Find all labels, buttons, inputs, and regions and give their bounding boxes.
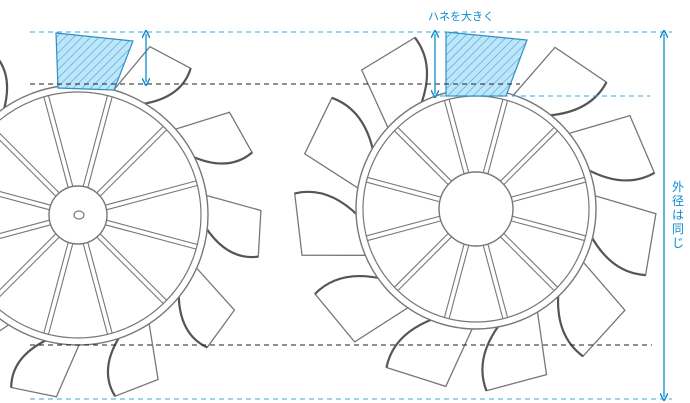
fan-blade-edge	[10, 338, 49, 388]
fan-blade-edge	[106, 335, 121, 397]
fan-spoke	[503, 130, 558, 185]
outer-diameter-label: 外径は同じ	[671, 180, 684, 250]
fan-spoke	[43, 96, 69, 188]
fan-blade	[10, 338, 81, 398]
fan-spoke	[448, 99, 470, 173]
fan-spoke	[394, 130, 449, 185]
fan-blade-edge	[314, 275, 381, 295]
highlighted-blade-small	[55, 32, 134, 91]
fan-spoke	[510, 176, 585, 198]
fan-spoke	[397, 127, 452, 182]
fan-blade-edge	[385, 317, 434, 368]
fan-spoke	[0, 224, 51, 239]
fan-spoke	[96, 125, 164, 194]
fan-hub	[438, 171, 514, 247]
fan-blade-edge	[0, 59, 9, 112]
fan-spoke	[82, 95, 109, 187]
fan-spoke	[367, 220, 442, 242]
fan-spoke	[367, 176, 442, 198]
fan-blade-edge	[294, 190, 359, 217]
fan-spoke	[487, 100, 509, 175]
fan-spoke	[366, 181, 440, 203]
fan-spoke	[500, 236, 555, 291]
fan-spoke	[512, 215, 586, 237]
fan-spoke	[394, 233, 449, 288]
fan-spoke	[47, 95, 74, 187]
fan-spoke	[500, 127, 555, 182]
fan-spoke	[0, 196, 50, 211]
fan-spoke	[482, 99, 504, 173]
fan-small-blades	[0, 45, 262, 398]
fan-blade	[203, 194, 262, 258]
fan-blade-edge	[481, 323, 501, 392]
highlighted-blade-large	[445, 31, 528, 97]
fan-spoke	[47, 243, 74, 335]
fan-hub-center	[73, 210, 85, 220]
fan-blade-edge	[414, 36, 429, 105]
fan-blade	[385, 318, 474, 388]
fan-blade-edge	[589, 235, 646, 277]
fan-spoke	[99, 233, 168, 301]
fan-spoke	[448, 245, 470, 319]
fan-spoke	[503, 233, 558, 288]
fan-blade-edge	[191, 151, 253, 165]
fan-spoke	[366, 215, 440, 237]
fan-spoke	[106, 219, 198, 246]
fan-blade-edge	[141, 67, 192, 106]
fan-spoke	[443, 100, 465, 175]
fan-spoke	[397, 236, 452, 291]
fan-large-blades	[293, 36, 657, 392]
fan-spoke	[105, 180, 197, 206]
fan-spoke	[512, 181, 586, 203]
fan-spoke	[87, 242, 113, 334]
fan-blade	[590, 194, 657, 276]
fan-spoke	[487, 243, 509, 318]
fan-spoke	[0, 139, 57, 197]
fan-spoke	[105, 224, 197, 250]
blade-enlarge-label: ハネを大きく	[428, 10, 494, 23]
fan-spoke	[0, 191, 51, 206]
fan-hub	[48, 185, 108, 245]
fan-spoke	[0, 219, 50, 234]
fan-spoke	[443, 243, 465, 318]
fan-spoke	[0, 236, 60, 298]
fan-spoke	[0, 233, 57, 291]
fan-spoke	[510, 220, 585, 242]
fan-spoke	[87, 96, 113, 188]
fan-spoke	[96, 236, 164, 305]
fan-blade-edge	[547, 81, 608, 117]
fan-blade-edge	[204, 226, 259, 259]
fan-spoke	[482, 245, 504, 319]
fan-spoke	[82, 243, 109, 335]
fan-spoke	[43, 242, 69, 334]
fan-blade-edge	[586, 168, 655, 182]
fan-spoke	[0, 132, 60, 194]
fan-blade-edge	[331, 96, 375, 152]
fan-spoke	[106, 184, 198, 211]
fan-blade-edge	[556, 293, 584, 358]
fan-spoke	[99, 129, 168, 197]
